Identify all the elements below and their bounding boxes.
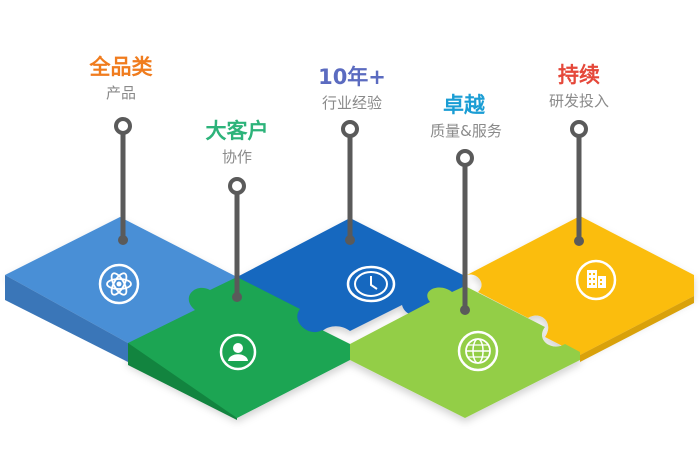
item-2-subtitle: 协作 (222, 148, 252, 166)
item-4-title: 卓越 (443, 93, 486, 117)
piece-1-edge (5, 275, 128, 362)
pin-3 (341, 120, 359, 245)
user-icon (219, 333, 257, 371)
pin-5 (570, 120, 588, 246)
item-5-subtitle: 研发投入 (549, 92, 609, 110)
puzzle-piece-5 (465, 216, 694, 355)
item-1-title: 全品类 (89, 55, 154, 79)
atom-icon (98, 263, 140, 305)
pin-1 (114, 117, 132, 245)
piece-5-edge (580, 296, 694, 362)
item-1-subtitle: 产品 (106, 84, 136, 102)
item-5-title: 持续 (558, 63, 600, 87)
item-3-subtitle: 行业经验 (322, 94, 382, 112)
clock-icon (346, 265, 396, 303)
item-2-title: 大客户 (206, 119, 269, 143)
item-4-subtitle: 质量&服务 (430, 122, 502, 140)
globe-icon (457, 330, 499, 372)
piece-2-edge (128, 343, 237, 420)
puzzle-piece-4 (350, 286, 580, 418)
building-icon (575, 259, 617, 301)
item-3-title: 10年+ (318, 65, 386, 89)
pin-2 (228, 177, 246, 302)
pin-4 (456, 149, 474, 315)
